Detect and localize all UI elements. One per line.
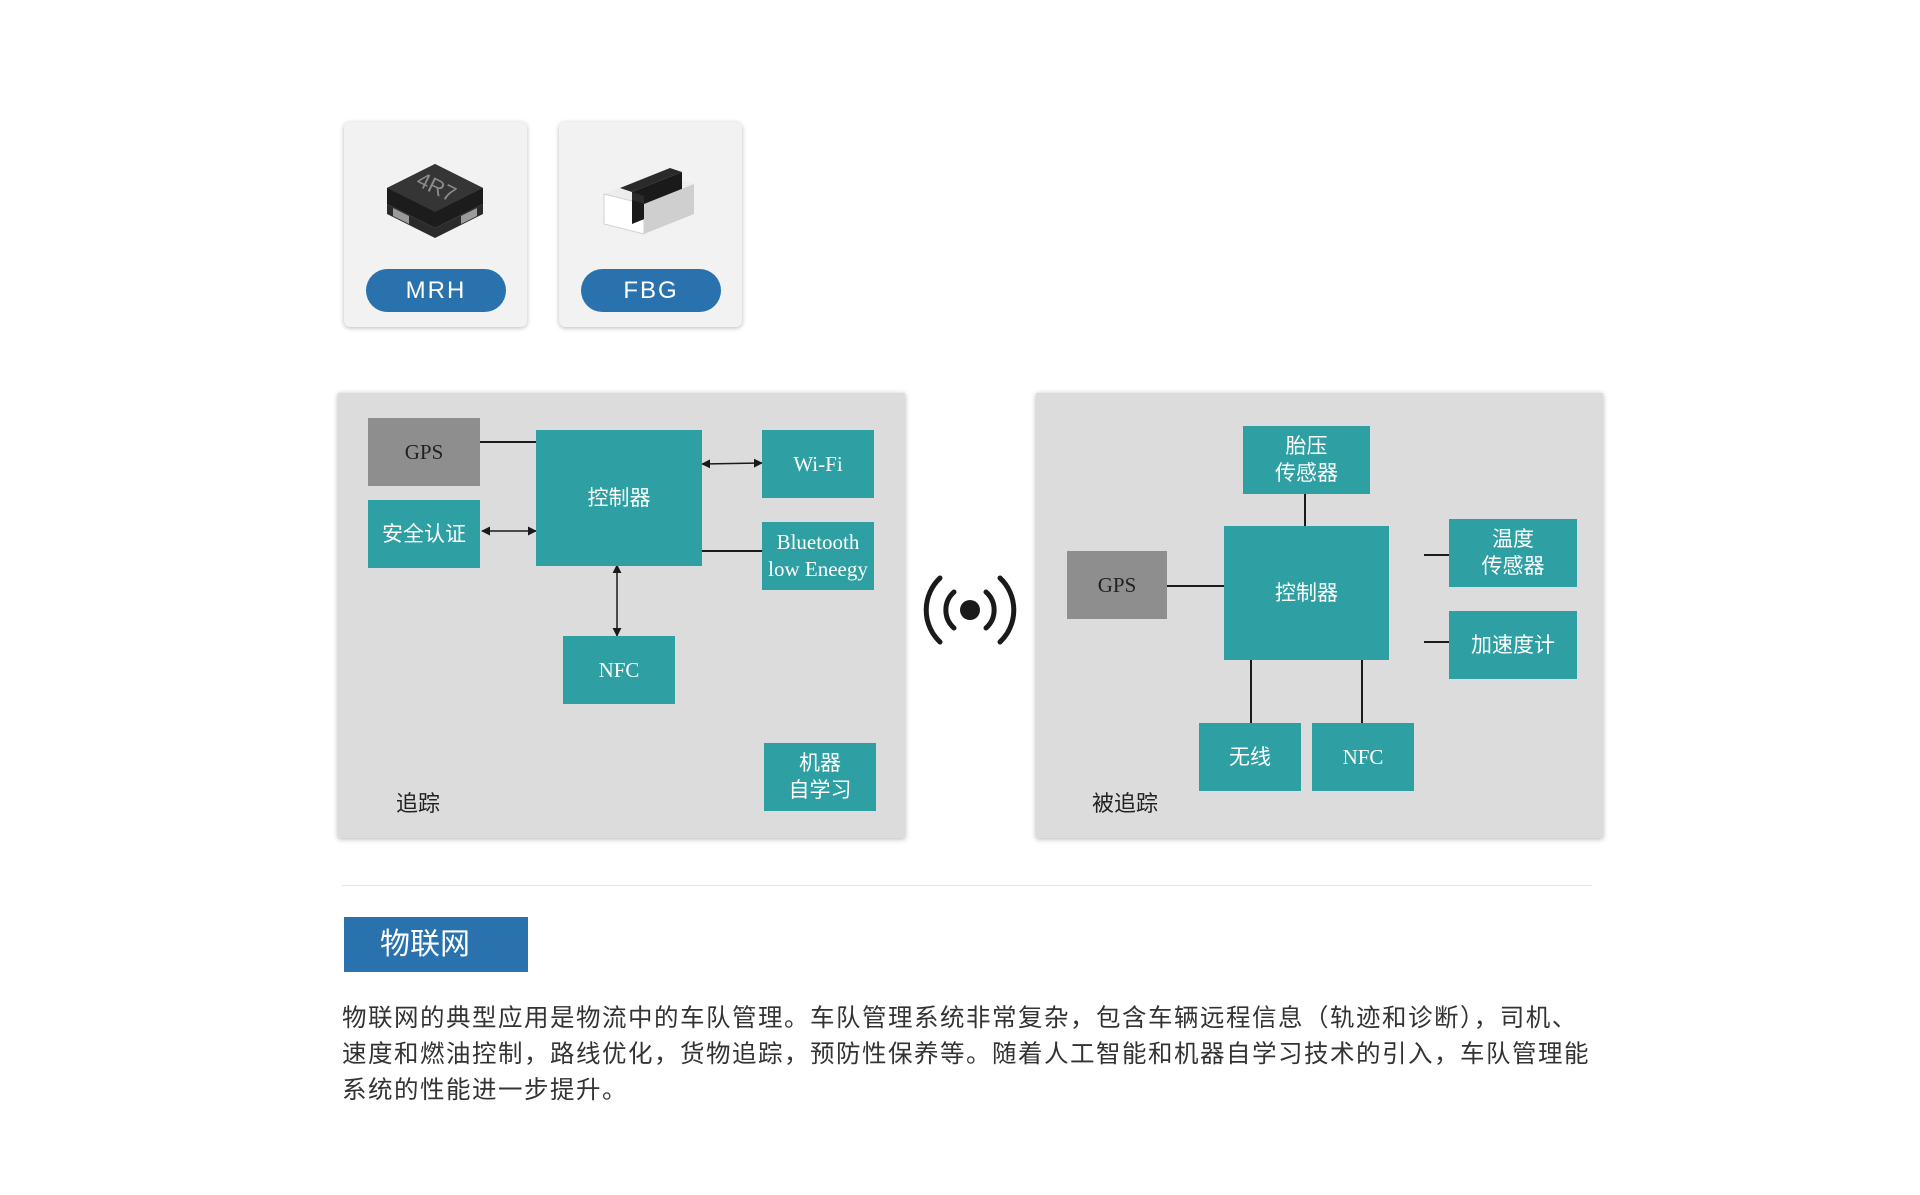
inductor-chip-icon: 4R7: [387, 164, 483, 238]
block-gps: GPS: [1067, 551, 1167, 619]
block-gps: GPS: [368, 418, 480, 486]
connector-gps: [480, 441, 536, 443]
tracker-label: 追踪: [396, 792, 441, 817]
wireless-signal-icon: [923, 575, 1017, 645]
tracker-arrows: [481, 458, 763, 637]
block-nfc: NFC: [1312, 723, 1414, 791]
product-label-mrh: MRH: [366, 269, 506, 312]
block-wifi: Wi-Fi: [762, 430, 874, 498]
block-temperature: 温度传感器: [1449, 519, 1577, 587]
block-controller: 控制器: [1224, 526, 1389, 660]
block-ml: 机器自学习: [764, 743, 876, 811]
product-card-fbg[interactable]: FBG: [559, 122, 742, 327]
section-divider: [342, 885, 1592, 886]
bead-chip-icon: [603, 168, 694, 235]
tracked-label: 被追踪: [1092, 792, 1159, 817]
block-accelerometer: 加速度计: [1449, 611, 1577, 679]
section-tag: 物联网: [344, 917, 528, 972]
product-label-fbg: FBG: [581, 269, 721, 312]
connector-gps: [1167, 585, 1260, 587]
block-nfc: NFC: [563, 636, 675, 704]
connector-ble: [702, 550, 762, 552]
block-security: 安全认证: [368, 500, 480, 568]
block-tire-pressure: 胎压传感器: [1243, 426, 1370, 494]
connector-nfc: [1361, 658, 1363, 723]
block-controller: 控制器: [536, 430, 702, 566]
tracked-panel: 胎压传感器 GPS 控制器 温度传感器 加速度计 无线 NFC 被追踪: [1036, 393, 1603, 838]
connector-tire: [1304, 494, 1306, 526]
block-wireless: 无线: [1199, 723, 1301, 791]
connector-wireless: [1250, 658, 1252, 723]
section-description: 物联网的典型应用是物流中的车队管理。车队管理系统非常复杂，包含车辆远程信息（轨迹…: [342, 1003, 1590, 1104]
product-card-mrh[interactable]: 4R7 MRH: [344, 122, 527, 327]
